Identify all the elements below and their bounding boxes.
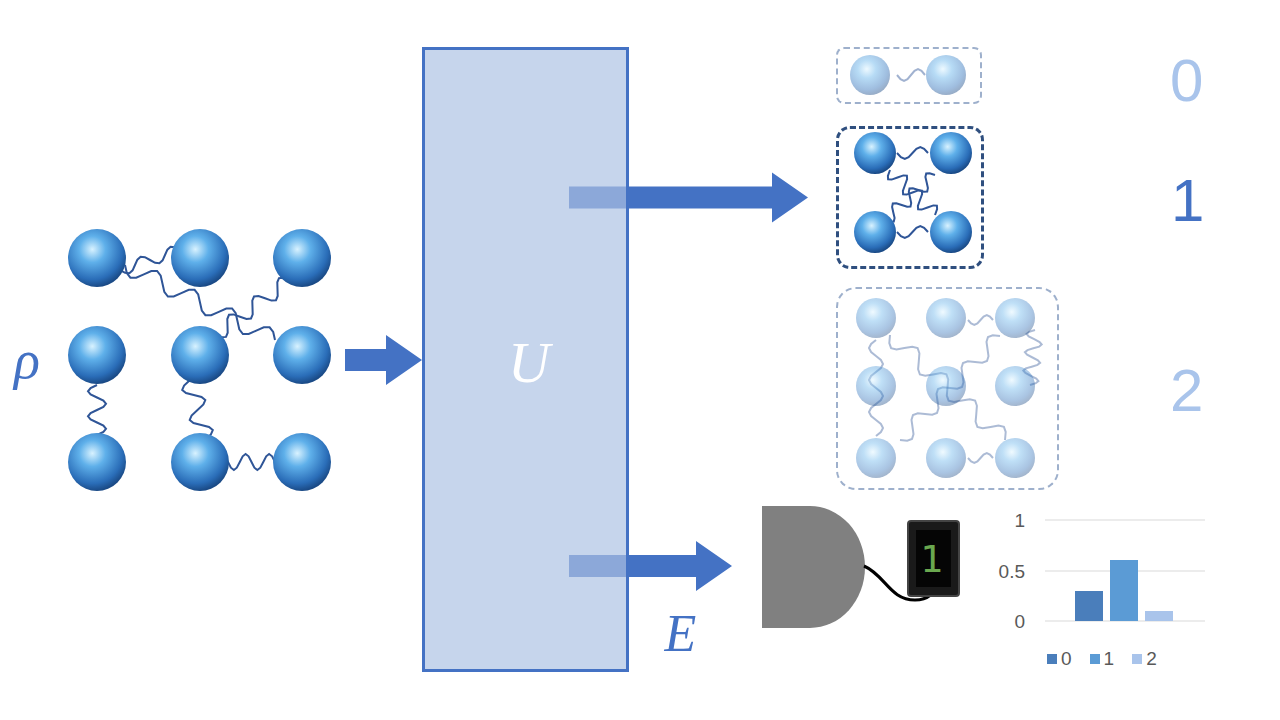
outcome-box: 2 xyxy=(836,287,1059,490)
particle xyxy=(171,326,229,384)
unitary-fill xyxy=(422,47,629,672)
legend-text: 1 xyxy=(1104,649,1115,668)
bar xyxy=(1075,591,1103,621)
particle xyxy=(926,298,966,338)
particle xyxy=(926,366,966,406)
bar xyxy=(1110,560,1138,621)
legend-text: 2 xyxy=(1146,649,1157,668)
spring xyxy=(182,380,213,440)
spring xyxy=(897,226,928,238)
spring xyxy=(120,247,180,273)
quantum-state: ρ xyxy=(10,225,345,495)
axis-label: 1 xyxy=(1014,511,1025,530)
particle xyxy=(995,298,1035,338)
particle xyxy=(171,433,229,491)
display xyxy=(908,521,959,596)
state-symbol: ρ xyxy=(14,333,40,387)
arrow-connector xyxy=(569,541,732,591)
spring xyxy=(900,335,1000,440)
particle xyxy=(926,55,966,95)
legend-text: 0 xyxy=(1061,649,1072,668)
particle xyxy=(68,433,126,491)
unitary-box: U xyxy=(422,47,629,672)
particle xyxy=(68,326,126,384)
axis-label: 0.5 xyxy=(999,562,1025,581)
spring xyxy=(889,335,1005,440)
bar xyxy=(1145,611,1173,621)
outcome-number: 1 xyxy=(1171,171,1204,231)
detector: 1 xyxy=(760,505,960,627)
spring xyxy=(888,170,937,215)
outcome-box: 1 xyxy=(836,126,984,269)
particle xyxy=(930,211,972,253)
spring xyxy=(215,278,290,338)
arrow-connector xyxy=(345,335,422,385)
display-digit: 1 xyxy=(920,540,943,578)
particle xyxy=(926,438,966,478)
particle xyxy=(856,438,896,478)
outcome-number: 2 xyxy=(1170,361,1203,421)
outcome-box: 0 xyxy=(836,47,982,104)
spring xyxy=(897,147,928,159)
particle xyxy=(273,433,331,491)
arrow-shape xyxy=(629,173,808,223)
arrow-connector xyxy=(569,173,808,223)
legend-swatch xyxy=(1090,654,1100,664)
arrow-shape xyxy=(345,335,422,385)
particle xyxy=(850,55,890,95)
arrow-stub xyxy=(569,555,629,577)
particle xyxy=(273,229,331,287)
arrow-stub xyxy=(569,187,629,209)
detector xyxy=(762,506,865,628)
particle xyxy=(995,366,1035,406)
particle xyxy=(856,298,896,338)
spring xyxy=(968,315,993,325)
particle xyxy=(854,132,896,174)
particle xyxy=(273,326,331,384)
spring xyxy=(885,173,935,222)
particle xyxy=(995,438,1035,478)
spring xyxy=(228,454,275,470)
legend-swatch xyxy=(1132,654,1142,664)
outcome-number: 0 xyxy=(1170,51,1203,111)
display-screen xyxy=(916,530,951,587)
particle xyxy=(854,211,896,253)
chart-grid xyxy=(1045,520,1205,621)
particle xyxy=(171,229,229,287)
particle xyxy=(856,366,896,406)
spring xyxy=(968,453,993,463)
unitary-symbol: U xyxy=(508,334,550,392)
legend-swatch xyxy=(1047,654,1057,664)
spring xyxy=(897,69,925,81)
axis-label: 0 xyxy=(1014,612,1025,631)
edge-label: E xyxy=(665,608,697,660)
particle xyxy=(930,132,972,174)
spring xyxy=(88,385,106,435)
arrow-shape xyxy=(629,541,732,591)
particle xyxy=(68,229,126,287)
